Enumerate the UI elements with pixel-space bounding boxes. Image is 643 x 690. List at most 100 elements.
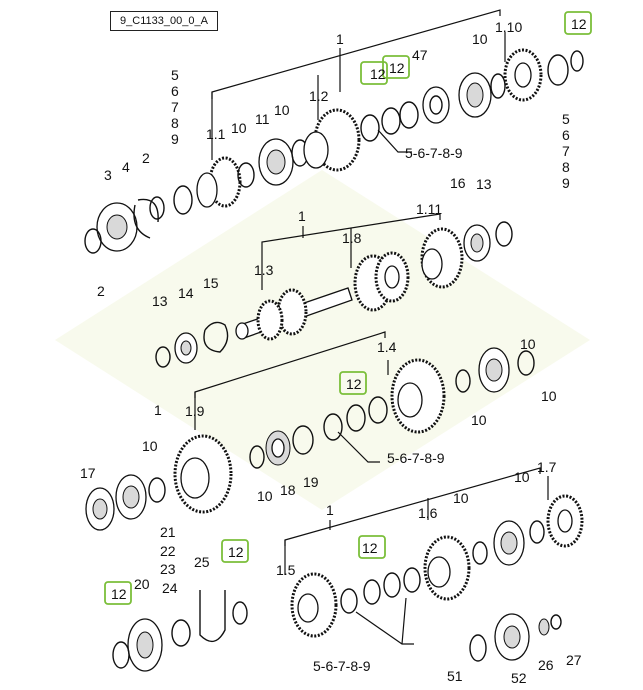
label-21: 21 [160,524,176,540]
label-20: 20 [134,576,150,592]
label-10-b: 10 [231,120,247,136]
gear-part-1-7[interactable] [546,494,584,548]
label-15: 15 [203,275,219,291]
label-8-b: 8 [562,159,570,175]
label-10-e: 10 [541,388,557,404]
synchro-part-21-23[interactable] [115,474,147,520]
gear-part-1-4[interactable] [390,358,446,434]
highlight-box-12-br[interactable] [221,539,249,563]
label-12-f: 12 [228,544,244,560]
shim-set-c3[interactable] [403,567,421,593]
label-13-b: 13 [152,293,168,309]
row-1-parts [84,9,584,254]
snap-ring-12-mid[interactable] [346,404,366,432]
shim-12c[interactable] [399,101,419,129]
shim-set-top[interactable] [547,54,569,86]
ring-part-10i[interactable] [529,520,545,544]
gear-part-1-8[interactable] [353,251,410,312]
shim-set-b2[interactable] [368,396,388,424]
label-13-a: 13 [476,176,492,192]
highlight-box-12-top[interactable] [564,11,592,35]
seal-part-3[interactable] [96,202,138,252]
gear-part-1-2[interactable] [303,108,361,172]
highlight-box-12-row4[interactable] [358,535,386,559]
gear-part-1-9[interactable] [173,434,233,514]
snap-ring-part-13a[interactable] [495,221,513,247]
snap-ring-part-2b[interactable] [149,196,165,220]
shim-set-b1[interactable] [323,413,343,441]
snap-ring-12-row4[interactable] [363,579,381,605]
label-24: 24 [162,580,178,596]
highlight-box-12-mid[interactable] [339,371,367,395]
label-1-b: 1 [154,402,162,418]
ring-part-10d[interactable] [148,477,166,503]
label-18: 18 [280,482,296,498]
ring-part-10e[interactable] [249,445,265,469]
snap-ring-part-13b[interactable] [155,346,171,368]
bearing-part-52[interactable] [494,613,530,661]
row-2-parts [155,213,513,368]
shim-set-c2[interactable] [383,572,401,598]
gear-part-1-10[interactable] [503,48,543,102]
ring-part-10c[interactable] [490,73,506,99]
label-10-f: 10 [142,438,158,454]
shaft-part-1-3[interactable] [235,287,353,341]
washer-part-47[interactable] [422,86,450,124]
synchro-row4[interactable] [493,520,525,566]
label-10-h: 10 [453,490,469,506]
gear-part-1-5[interactable] [290,572,338,638]
snap-ring-part-51[interactable] [469,634,487,662]
label-1-11: 1.11 [416,201,442,217]
diagram-code-label: 9_C1133_00_0_A [110,11,218,31]
label-19: 19 [303,474,319,490]
gear-part-1-11[interactable] [420,227,464,289]
spacer-part-24[interactable] [171,619,191,647]
snap-ring-12-br[interactable] [232,601,248,625]
ring-part-10g[interactable] [517,350,535,376]
label-1-mid: 1 [298,208,306,224]
gear-part-1-1[interactable] [196,156,242,208]
highlight-box-12-a[interactable] [360,61,388,85]
snap-ring-12-bl[interactable] [112,641,130,669]
label-4: 4 [122,159,130,175]
snap-ring-part-2[interactable] [84,228,102,254]
ring-part-27[interactable] [550,614,562,630]
label-10-a: 10 [472,31,488,47]
bearing-top[interactable] [458,72,492,118]
watermark [55,170,590,510]
spring-part-26[interactable] [538,618,550,636]
clip-part-25[interactable] [199,590,226,643]
label-10-c: 10 [274,102,290,118]
ring-part-10f[interactable] [455,369,471,393]
bearing-part-17[interactable] [85,487,115,531]
bearing-part-14[interactable] [174,332,198,364]
needle-bearing-part-18[interactable] [265,430,291,466]
label-9-a: 9 [171,131,179,147]
label-17: 17 [80,465,96,481]
label-10-d: 10 [520,336,536,352]
label-1-3: 1.3 [254,262,274,278]
synchro-right[interactable] [478,347,510,393]
circlip-part-4[interactable] [133,198,159,239]
ring-part-10h[interactable] [472,541,488,565]
ring-part-10[interactable] [237,162,255,188]
label-12-e: 12 [362,540,378,556]
shim-set-c1[interactable] [340,588,358,614]
shim-part-5[interactable] [173,185,193,215]
label-12-g: 12 [111,586,127,602]
label-8-a: 8 [171,115,179,131]
gear-part-1-6[interactable] [423,535,471,601]
synchro-part-11[interactable] [258,138,294,186]
bearing-part-16[interactable] [463,224,491,262]
shim-12b[interactable] [381,107,401,135]
snap-ring-12-top[interactable] [570,50,584,72]
label-10-g: 10 [257,488,273,504]
bearing-part-20[interactable] [127,618,163,672]
highlight-box-12-b[interactable] [382,55,410,79]
sleeve-part-19[interactable] [292,425,314,455]
label-5-b: 5 [562,111,570,127]
label-1-10: 1.10 [495,19,522,35]
shim-set-a[interactable] [360,114,380,142]
highlight-box-12-bl[interactable] [104,581,132,605]
circlip-part-15[interactable] [203,321,229,353]
